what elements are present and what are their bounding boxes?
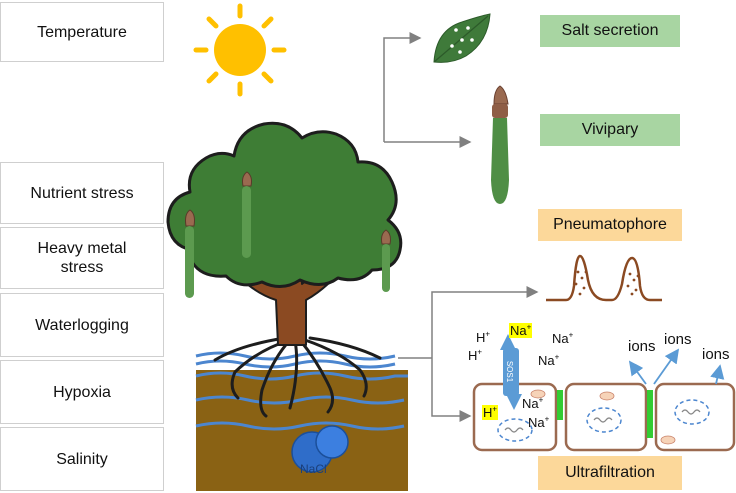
channel-1 (557, 390, 563, 420)
ion-arrows (628, 348, 725, 385)
root-cells (472, 382, 736, 452)
hanging-propagule-left (185, 209, 195, 298)
stress-salinity: Salinity (0, 427, 164, 491)
ions-label-1: ions (628, 338, 656, 355)
pneumatophore-icon (546, 254, 662, 302)
ion-na-right-1: Na+ (552, 330, 574, 346)
ions-label-2: ions (664, 331, 692, 348)
adaptation-vivipary: Vivipary (540, 114, 680, 146)
ion-na-right-2: Na+ (538, 352, 560, 368)
ion-h-top: H+ (476, 329, 491, 345)
adaptation-ultrafiltration: Ultrafiltration (538, 456, 682, 490)
ion-na-highlight: Na+ (509, 322, 533, 338)
channel-2 (647, 390, 653, 438)
nacl-bubbles (291, 425, 349, 473)
organelles (530, 389, 676, 445)
nuclei (497, 399, 710, 442)
sos1-transporter (500, 334, 522, 410)
ions-label-3: ions (702, 346, 730, 363)
stress-hypoxia: Hypoxia (0, 360, 164, 424)
leaf-salt-icon (433, 13, 491, 63)
ion-h-mid: H+ (468, 347, 483, 363)
sun-icon (193, 3, 287, 97)
arrows (383, 32, 539, 422)
ion-na-cell-2: Na+ (528, 414, 550, 430)
cell-2 (564, 382, 648, 452)
stress-nutrient: Nutrient stress (0, 162, 164, 224)
sos1-label: SOS1 (505, 360, 515, 383)
channels (557, 390, 653, 438)
tree-canopy (166, 121, 403, 288)
adaptation-salt-secretion: Salt secretion (540, 15, 680, 47)
adaptation-pneumatophore: Pneumatophore (538, 209, 682, 241)
ion-h-cell: H+ (482, 404, 499, 420)
nacl-label: NaCl (300, 462, 327, 476)
ion-na-cell-1: Na+ (522, 395, 544, 411)
stress-temperature: Temperature (0, 2, 164, 62)
hanging-propagule-center (242, 171, 252, 258)
hanging-propagule-right (381, 229, 391, 292)
stress-heavy-metal: Heavy metal stress (0, 227, 164, 289)
cell-3 (654, 382, 736, 452)
stress-waterlogging: Waterlogging (0, 293, 164, 357)
propagule-icon (491, 85, 509, 204)
